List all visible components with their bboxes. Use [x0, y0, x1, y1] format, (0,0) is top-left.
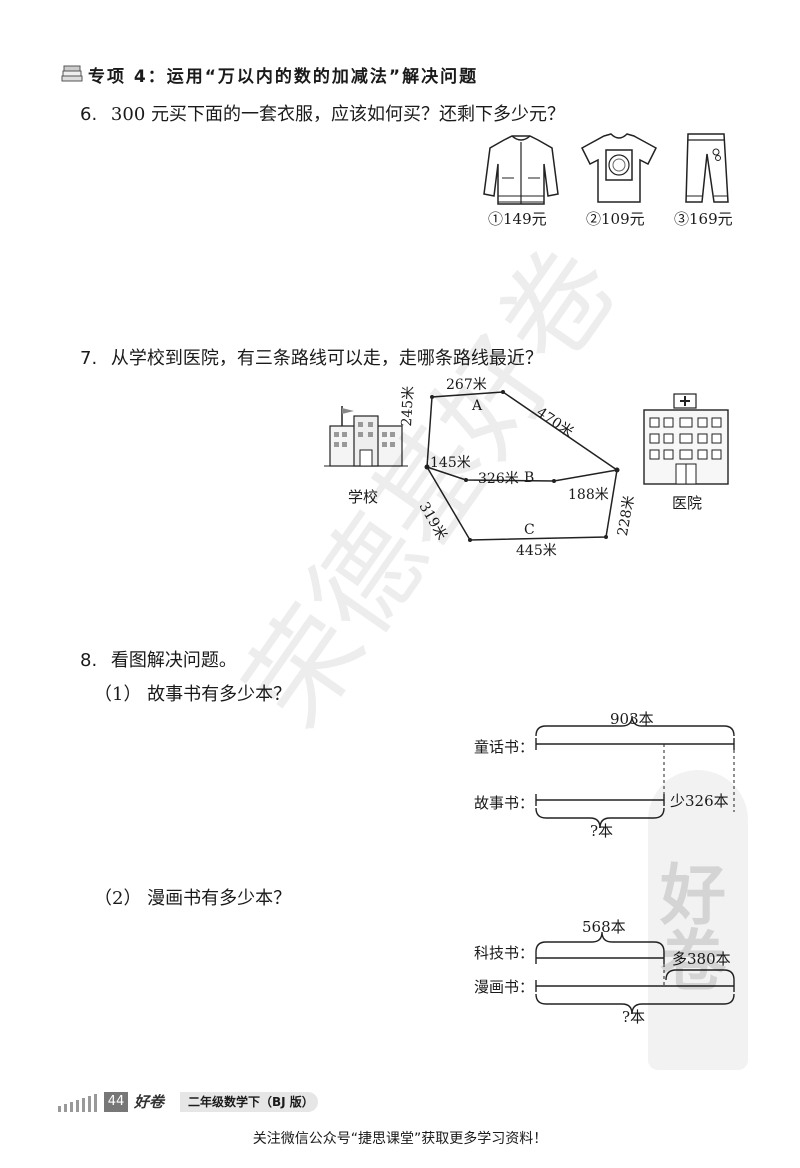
route-b-label: B [524, 470, 535, 486]
row-fairy-tale-label: 童话书： [474, 738, 535, 756]
hospital-building-icon [643, 393, 729, 485]
page-number-badge: 44 [104, 1092, 128, 1112]
price-tshirt: ②109元 [586, 210, 645, 228]
row-science-label: 科技书： [474, 944, 535, 962]
question-text: 看图解决问题。 [110, 650, 237, 671]
price-jacket: ①149元 [488, 210, 547, 228]
pants-icon [685, 133, 729, 203]
footer-bars-icon [58, 1094, 97, 1112]
row-comic-label: 漫画书： [474, 978, 535, 996]
unknown-label-1: ?本 [590, 822, 614, 840]
question-8: 8. 看图解决问题。 [80, 646, 237, 672]
total-label-2: 568本 [582, 918, 626, 936]
page-number: 44 [107, 1094, 125, 1109]
part-2-title: （2） 漫画书有多少本？ [94, 888, 292, 909]
watermark-brand: 好卷 [649, 860, 726, 992]
distance-c2: 445米 [516, 543, 557, 559]
route-b-line [426, 466, 618, 482]
row-story-label: 故事书： [474, 794, 535, 812]
footer-logo: 好卷 [134, 1093, 165, 1111]
distance-b2: 326米 [478, 471, 519, 487]
question-number: 6. [80, 104, 98, 125]
footer-note: 关注微信公众号“捷思课堂”获取更多学习资料！ [252, 1131, 548, 1147]
question-7: 7. 从学校到医院，有三条路线可以走，走哪条路线最近？ [80, 344, 543, 370]
unknown-label-2: ?本 [622, 1008, 646, 1026]
distance-b1: 145米 [430, 455, 471, 471]
difference-label-2: 多380本 [672, 950, 731, 968]
price-pants: ③169元 [674, 210, 733, 228]
school-label: 学校 [348, 488, 379, 506]
distance-b3: 188米 [568, 487, 609, 503]
jacket-icon [483, 135, 559, 205]
question-number: 7. [80, 348, 98, 369]
watermark-logo [648, 770, 748, 1070]
route-a-label: A [472, 398, 483, 414]
books-icon [61, 65, 83, 82]
hospital-label: 医院 [672, 494, 703, 512]
question-number: 8. [80, 650, 98, 671]
book-title: 二年级数学下（BJ 版） [188, 1095, 314, 1109]
tshirt-icon [581, 133, 657, 203]
section-title: 专项 4：运用“万以内的数的加减法”解决问题 [88, 67, 479, 87]
question-text: 从学校到医院，有三条路线可以走，走哪条路线最近？ [110, 348, 543, 369]
route-a-line [426, 391, 618, 471]
route-c-line [426, 466, 618, 541]
total-label-1: 903本 [610, 710, 654, 728]
footer-book-title: 二年级数学下（BJ 版） [180, 1092, 318, 1112]
question-text: 300 元买下面的一套衣服，应该如何买？还剩下多少元？ [110, 104, 565, 125]
distance-a2: 267米 [446, 377, 487, 393]
question-6: 6. 300 元买下面的一套衣服，应该如何买？还剩下多少元？ [80, 100, 565, 126]
school-building-icon [324, 406, 408, 467]
difference-label-1: 少326本 [670, 792, 729, 810]
route-c-label: C [524, 522, 535, 538]
part-1-title: （1） 故事书有多少本？ [94, 684, 292, 705]
